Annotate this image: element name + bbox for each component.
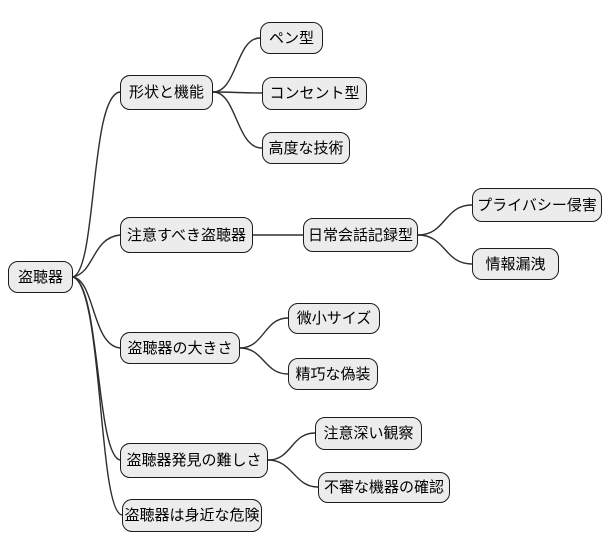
node-pen-type-label: ペン型 xyxy=(268,29,314,47)
node-root-label: 盗聴器 xyxy=(17,268,63,286)
node-advanced-tech-label: 高度な技術 xyxy=(268,139,344,157)
node-detection-difficulty-label: 盗聴器発見の難しさ xyxy=(126,452,262,469)
node-outlet-type: コンセント型 xyxy=(262,77,367,110)
edge-difficulty-to-suspicious-device-check xyxy=(267,459,319,488)
edge-root-to-wiretaps-to-watch xyxy=(72,234,121,278)
node-privacy-violation-label: プライバシー侵害 xyxy=(477,196,597,214)
node-detection-difficulty: 盗聴器発見の難しさ xyxy=(120,443,268,478)
node-elaborate-disguise: 精巧な偽装 xyxy=(288,358,378,390)
node-wiretaps-to-watch-label: 注意すべき盗聴器 xyxy=(127,226,246,244)
node-suspicious-device-check-label: 不審な機器の確認 xyxy=(323,479,444,496)
edge-difficulty-to-careful-observation xyxy=(267,432,316,461)
node-daily-conversation-recorder-label: 日常会話記録型 xyxy=(307,226,413,244)
node-careful-observation: 注意深い観察 xyxy=(315,417,422,450)
node-tiny-size: 微小サイズ xyxy=(288,303,380,334)
edge-recorder-to-info-leak xyxy=(417,234,473,265)
edge-recorder-to-privacy-violation xyxy=(417,204,473,236)
edge-root-to-wiretap-size xyxy=(72,276,121,349)
node-info-leak: 情報漏洩 xyxy=(472,248,559,280)
node-daily-conversation-recorder: 日常会話記録型 xyxy=(303,218,418,252)
node-suspicious-device-check: 不審な機器の確認 xyxy=(318,472,450,503)
edge-root-to-familiar-danger xyxy=(72,276,123,516)
node-familiar-danger-label: 盗聴器は身近な危険 xyxy=(124,507,260,524)
node-elaborate-disguise-label: 精巧な偽装 xyxy=(295,365,371,383)
node-root: 盗聴器 xyxy=(8,261,73,293)
node-privacy-violation: プライバシー侵害 xyxy=(472,188,602,222)
node-familiar-danger: 盗聴器は身近な危険 xyxy=(122,499,262,532)
edge-shape-to-advanced-tech xyxy=(212,91,263,149)
node-shape-and-function: 形状と機能 xyxy=(120,75,213,110)
node-outlet-type-label: コンセント型 xyxy=(269,85,360,102)
node-wiretaps-to-watch: 注意すべき盗聴器 xyxy=(120,217,253,253)
node-tiny-size-label: 微小サイズ xyxy=(296,310,372,327)
node-shape-and-function-label: 形状と機能 xyxy=(128,84,204,101)
edge-size-to-elaborate-disguise xyxy=(239,347,289,375)
node-pen-type: ペン型 xyxy=(260,22,323,54)
edge-shape-to-pen-type xyxy=(212,37,261,93)
node-wiretap-size-label: 盗聴器の大きさ xyxy=(127,339,233,357)
edge-root-to-shape-and-function xyxy=(72,91,121,278)
edge-size-to-tiny-size xyxy=(239,317,289,349)
node-advanced-tech: 高度な技術 xyxy=(262,132,350,164)
node-wiretap-size: 盗聴器の大きさ xyxy=(120,332,240,364)
edge-shape-to-outlet-type xyxy=(212,91,263,94)
node-info-leak-label: 情報漏洩 xyxy=(485,255,546,273)
node-careful-observation-label: 注意深い観察 xyxy=(323,425,414,442)
